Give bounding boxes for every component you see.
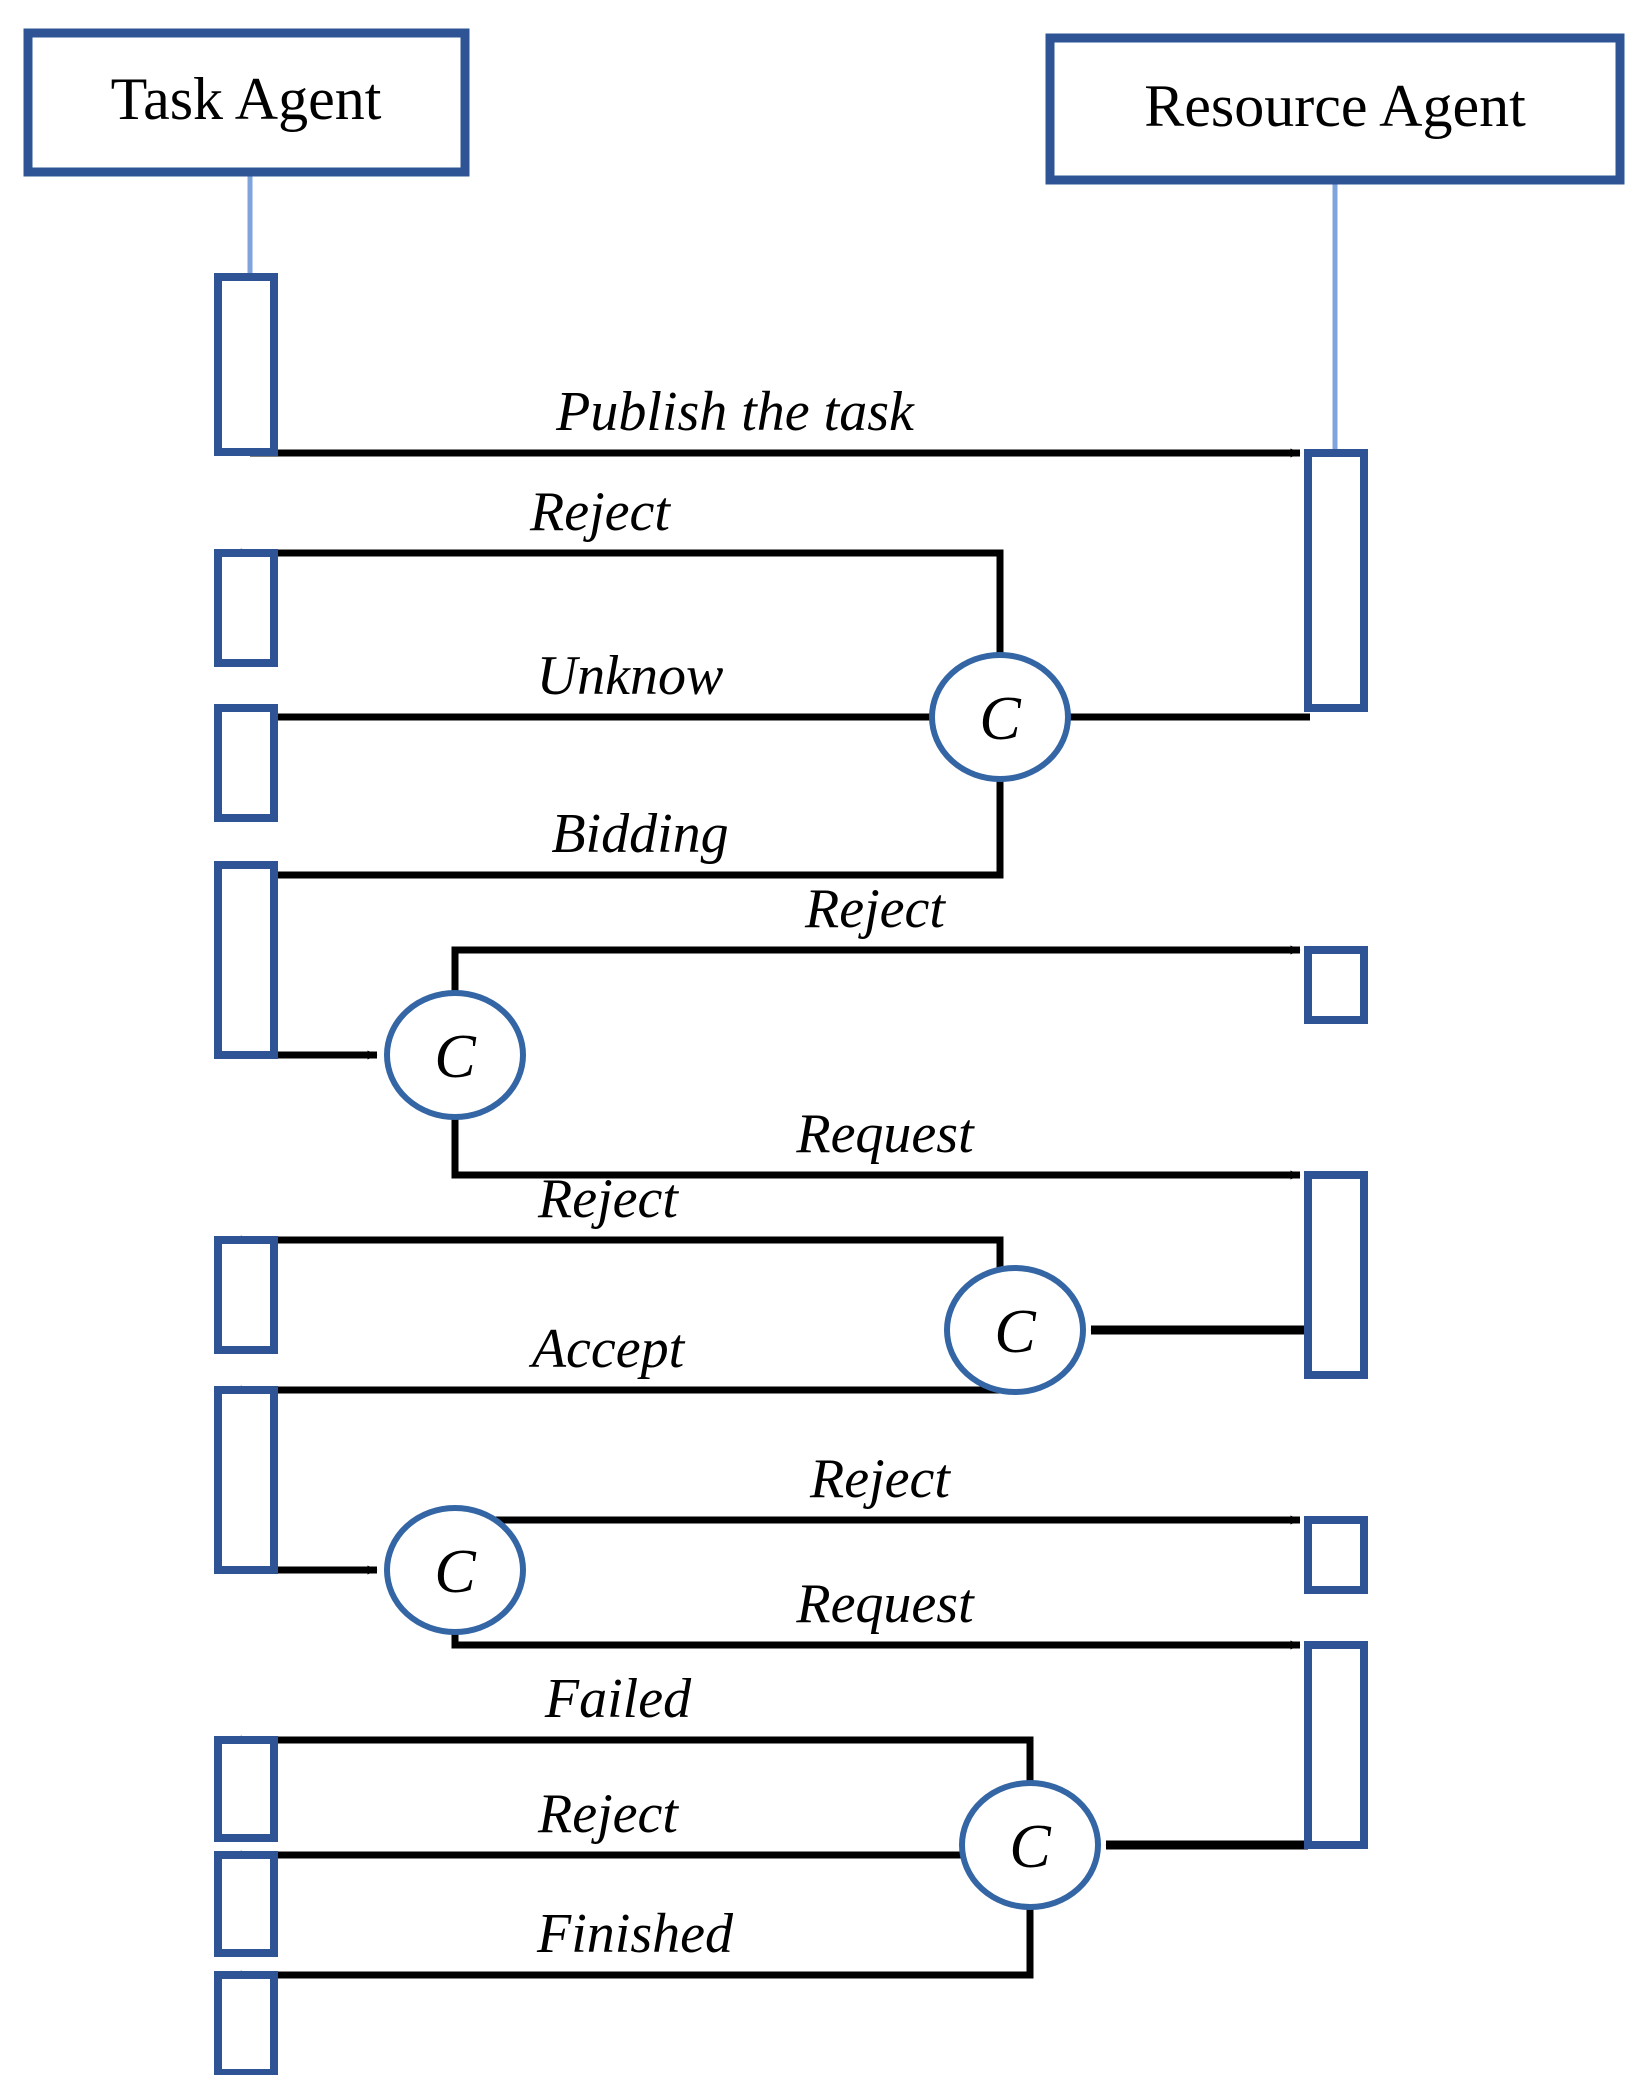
message-label-accept: Accept (528, 1318, 686, 1380)
lifeline-header-task: Task Agent (23, 28, 470, 177)
lifeline-header-task-label: Task Agent (111, 66, 382, 132)
message-label-request-1: Request (795, 1103, 975, 1165)
message-label-reject-4: Reject (809, 1448, 951, 1510)
junction-c3-label: C (994, 1298, 1036, 1366)
message-request-1 (451, 1117, 1301, 1180)
lifeline-header-resource-label: Resource Agent (1144, 73, 1526, 139)
lifeline-header-resource: Resource Agent (1045, 33, 1625, 185)
message-label-reject-1: Reject (529, 481, 671, 543)
message-label-bidding: Bidding (551, 803, 728, 865)
junction-c2: C (384, 990, 526, 1120)
junction-c2-label: C (434, 1023, 476, 1091)
junction-c5: C (959, 1780, 1101, 1910)
junction-c5-label: C (1009, 1813, 1051, 1881)
message-label-finished: Finished (536, 1903, 734, 1965)
message-accept (231, 1381, 1004, 1395)
message-label-reject-3: Reject (537, 1168, 679, 1230)
message-reject-2 (451, 945, 1301, 993)
message-reject-3 (231, 1235, 1004, 1280)
activation-bars-resource (1304, 449, 1368, 1849)
message-label-reject-5: Reject (537, 1783, 679, 1845)
message-label-reject-2: Reject (804, 878, 946, 940)
activation-bars-task (214, 273, 278, 2075)
message-failed (231, 1735, 1034, 1783)
junction-c4-label: C (434, 1538, 476, 1606)
message-request-2 (451, 1632, 1301, 1650)
junction-c3: C (944, 1265, 1086, 1395)
message-bidding (231, 779, 1004, 880)
junction-c4: C (384, 1505, 526, 1635)
message-label-failed: Failed (544, 1668, 692, 1730)
message-label-request-2: Request (795, 1573, 975, 1635)
junction-c1-label: C (979, 685, 1021, 753)
message-reject-1 (231, 548, 1004, 655)
message-finished (231, 1907, 1034, 1980)
junction-c1: C (929, 652, 1071, 782)
message-label-unknow: Unknow (537, 645, 724, 707)
message-label-publish-the-task: Publish the task (555, 381, 915, 443)
